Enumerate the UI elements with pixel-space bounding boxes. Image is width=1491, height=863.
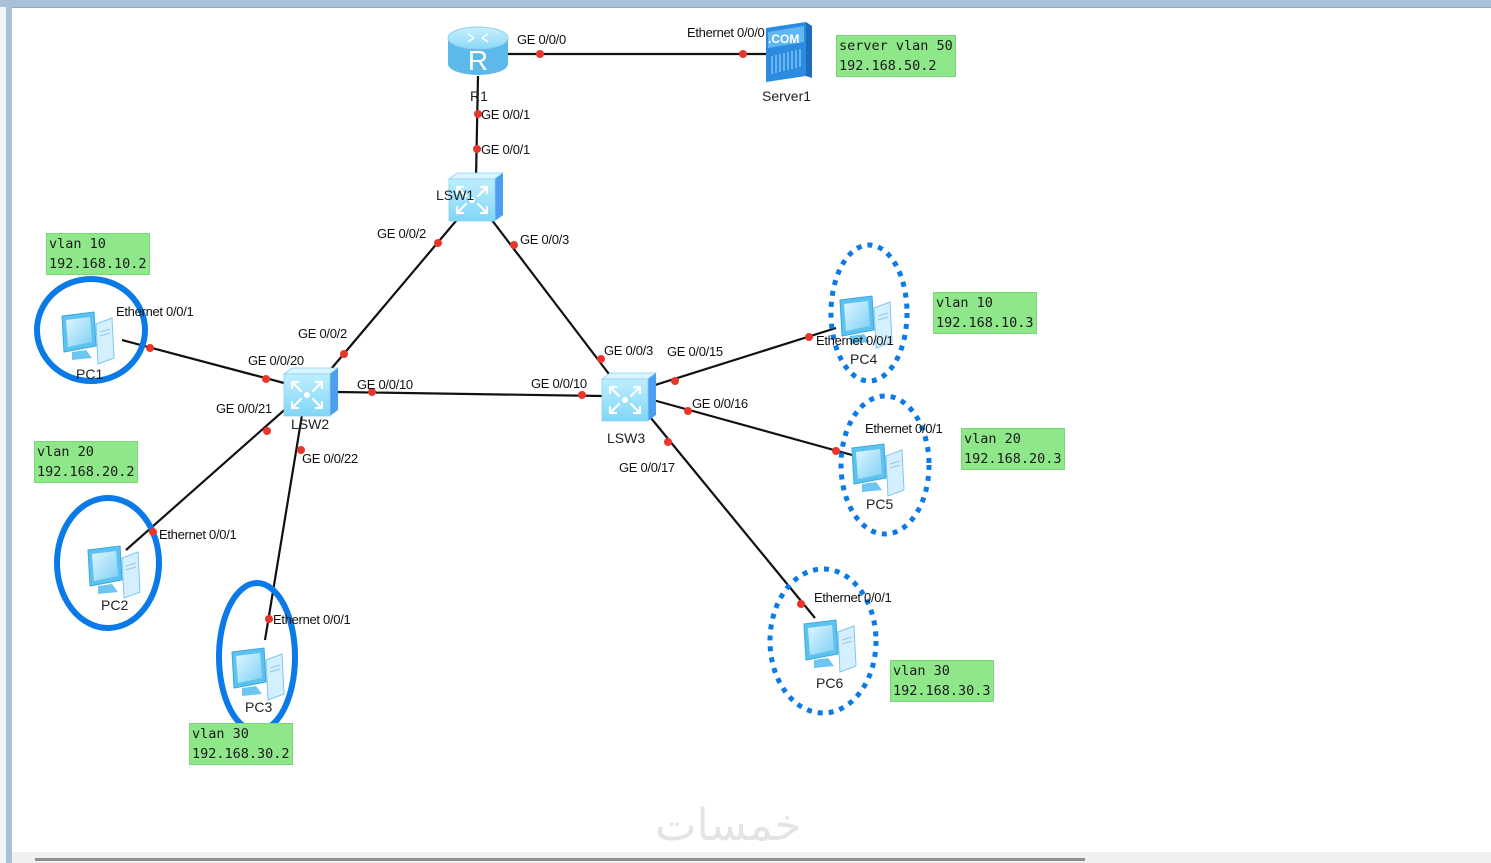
port-dot[interactable] <box>146 344 154 352</box>
port-dot[interactable] <box>340 350 348 358</box>
link-pc3-lsw2[interactable] <box>263 414 304 641</box>
note-pc6[interactable]: vlan 30 192.168.30.3 <box>890 660 994 702</box>
bottom-bar <box>12 852 1491 863</box>
note-pc5[interactable]: vlan 20 192.168.20.3 <box>961 428 1065 470</box>
port-dot[interactable] <box>510 241 518 249</box>
port-label: GE 0/0/15 <box>667 344 723 359</box>
router-icon <box>467 33 489 43</box>
port-dot[interactable] <box>797 600 805 608</box>
horizontal-scrollbar[interactable] <box>35 858 1085 861</box>
port-dot[interactable] <box>597 355 605 363</box>
port-label: GE 0/0/2 <box>298 326 347 341</box>
port-dots <box>146 50 840 623</box>
port-dot[interactable] <box>434 239 442 247</box>
watermark: خمسات <box>655 800 802 851</box>
pc6-label: PC6 <box>816 675 843 691</box>
pc5[interactable] <box>851 443 905 497</box>
highlight-pc6 <box>767 566 879 716</box>
port-dot[interactable] <box>578 391 586 399</box>
port-dot[interactable] <box>265 615 273 623</box>
port-label: GE 0/0/1 <box>481 142 530 157</box>
port-label: Ethernet 0/0/1 <box>273 612 351 627</box>
pc2[interactable] <box>87 545 141 599</box>
note-pc4[interactable]: vlan 10 192.168.10.3 <box>933 292 1037 334</box>
lsw2-label: LSW2 <box>291 416 329 432</box>
port-label: GE 0/0/17 <box>619 460 675 475</box>
link-lsw1-lsw3[interactable] <box>487 214 613 379</box>
note-server[interactable]: server vlan 50 192.168.50.2 <box>836 35 956 77</box>
pc4-label: PC4 <box>850 351 877 367</box>
port-dot[interactable] <box>664 438 672 446</box>
link-pc6-lsw3[interactable] <box>645 411 816 619</box>
r1-label: R1 <box>470 88 488 104</box>
port-dot[interactable] <box>368 388 376 396</box>
lsw1-label: LSW1 <box>436 187 474 203</box>
link-r1-lsw1[interactable] <box>474 75 480 179</box>
port-dot[interactable] <box>473 145 481 153</box>
port-label: Ethernet 0/0/1 <box>159 527 237 542</box>
pc3[interactable] <box>231 647 285 701</box>
port-label: GE 0/0/21 <box>216 401 272 416</box>
port-label: GE 0/0/10 <box>531 376 587 391</box>
pc1-label: PC1 <box>76 366 103 382</box>
pc3-label: PC3 <box>245 699 272 715</box>
window-top-border <box>0 0 1491 8</box>
port-dot[interactable] <box>263 427 271 435</box>
pc6[interactable] <box>803 619 857 673</box>
pc2-label: PC2 <box>101 597 128 613</box>
port-dot[interactable] <box>536 50 544 58</box>
pc1[interactable] <box>61 311 115 365</box>
port-label: Ethernet 0/0/1 <box>814 590 892 605</box>
port-dot[interactable] <box>684 407 692 415</box>
highlight-pc4 <box>828 242 910 384</box>
lsw3-label: LSW3 <box>607 430 645 446</box>
link-lsw2-lsw3[interactable] <box>337 390 603 398</box>
svg-text:R: R <box>468 45 488 76</box>
router-r1[interactable]: R <box>447 26 509 76</box>
server1-label: Server1 <box>762 88 811 104</box>
port-dot[interactable] <box>149 528 157 536</box>
port-dot[interactable] <box>262 375 270 383</box>
port-dot[interactable] <box>739 50 747 58</box>
server1[interactable]: .COM <box>766 22 812 82</box>
port-label: GE 0/0/22 <box>302 451 358 466</box>
port-dot[interactable] <box>832 447 840 455</box>
port-labels: GE 0/0/0 Ethernet 0/0/0 GE 0/0/1 GE 0/0/… <box>116 25 943 627</box>
window-left-border <box>6 7 12 863</box>
port-dot[interactable] <box>297 446 305 454</box>
port-dot[interactable] <box>671 377 679 385</box>
port-label: Ethernet 0/0/1 <box>116 304 194 319</box>
port-label: Ethernet 0/0/1 <box>865 421 943 436</box>
port-label: GE 0/0/0 <box>517 32 566 47</box>
link-pc5-lsw3[interactable] <box>652 398 853 457</box>
port-label: GE 0/0/3 <box>604 343 653 358</box>
port-label: GE 0/0/1 <box>481 107 530 122</box>
server-com-icon: .COM <box>768 32 799 46</box>
highlight-pc1 <box>34 276 148 384</box>
note-pc1[interactable]: vlan 10 192.168.10.2 <box>46 233 150 275</box>
port-dot[interactable] <box>474 110 482 118</box>
note-pc2[interactable]: vlan 20 192.168.20.2 <box>34 441 138 483</box>
note-pc3[interactable]: vlan 30 192.168.30.2 <box>189 723 293 765</box>
port-label: GE 0/0/10 <box>357 377 413 392</box>
switch-lsw2[interactable] <box>282 366 340 418</box>
port-label: GE 0/0/2 <box>377 226 426 241</box>
port-dot[interactable] <box>805 333 813 341</box>
switch-lsw3[interactable] <box>600 371 658 423</box>
port-label: Ethernet 0/0/0 <box>687 25 765 40</box>
port-label: GE 0/0/20 <box>248 353 304 368</box>
highlight-pc2 <box>54 495 162 631</box>
port-label: GE 0/0/16 <box>692 396 748 411</box>
port-label: Ethernet 0/0/1 <box>816 333 894 348</box>
port-label: GE 0/0/3 <box>520 232 569 247</box>
pc5-label: PC5 <box>866 496 893 512</box>
highlight-pc5 <box>838 393 932 537</box>
